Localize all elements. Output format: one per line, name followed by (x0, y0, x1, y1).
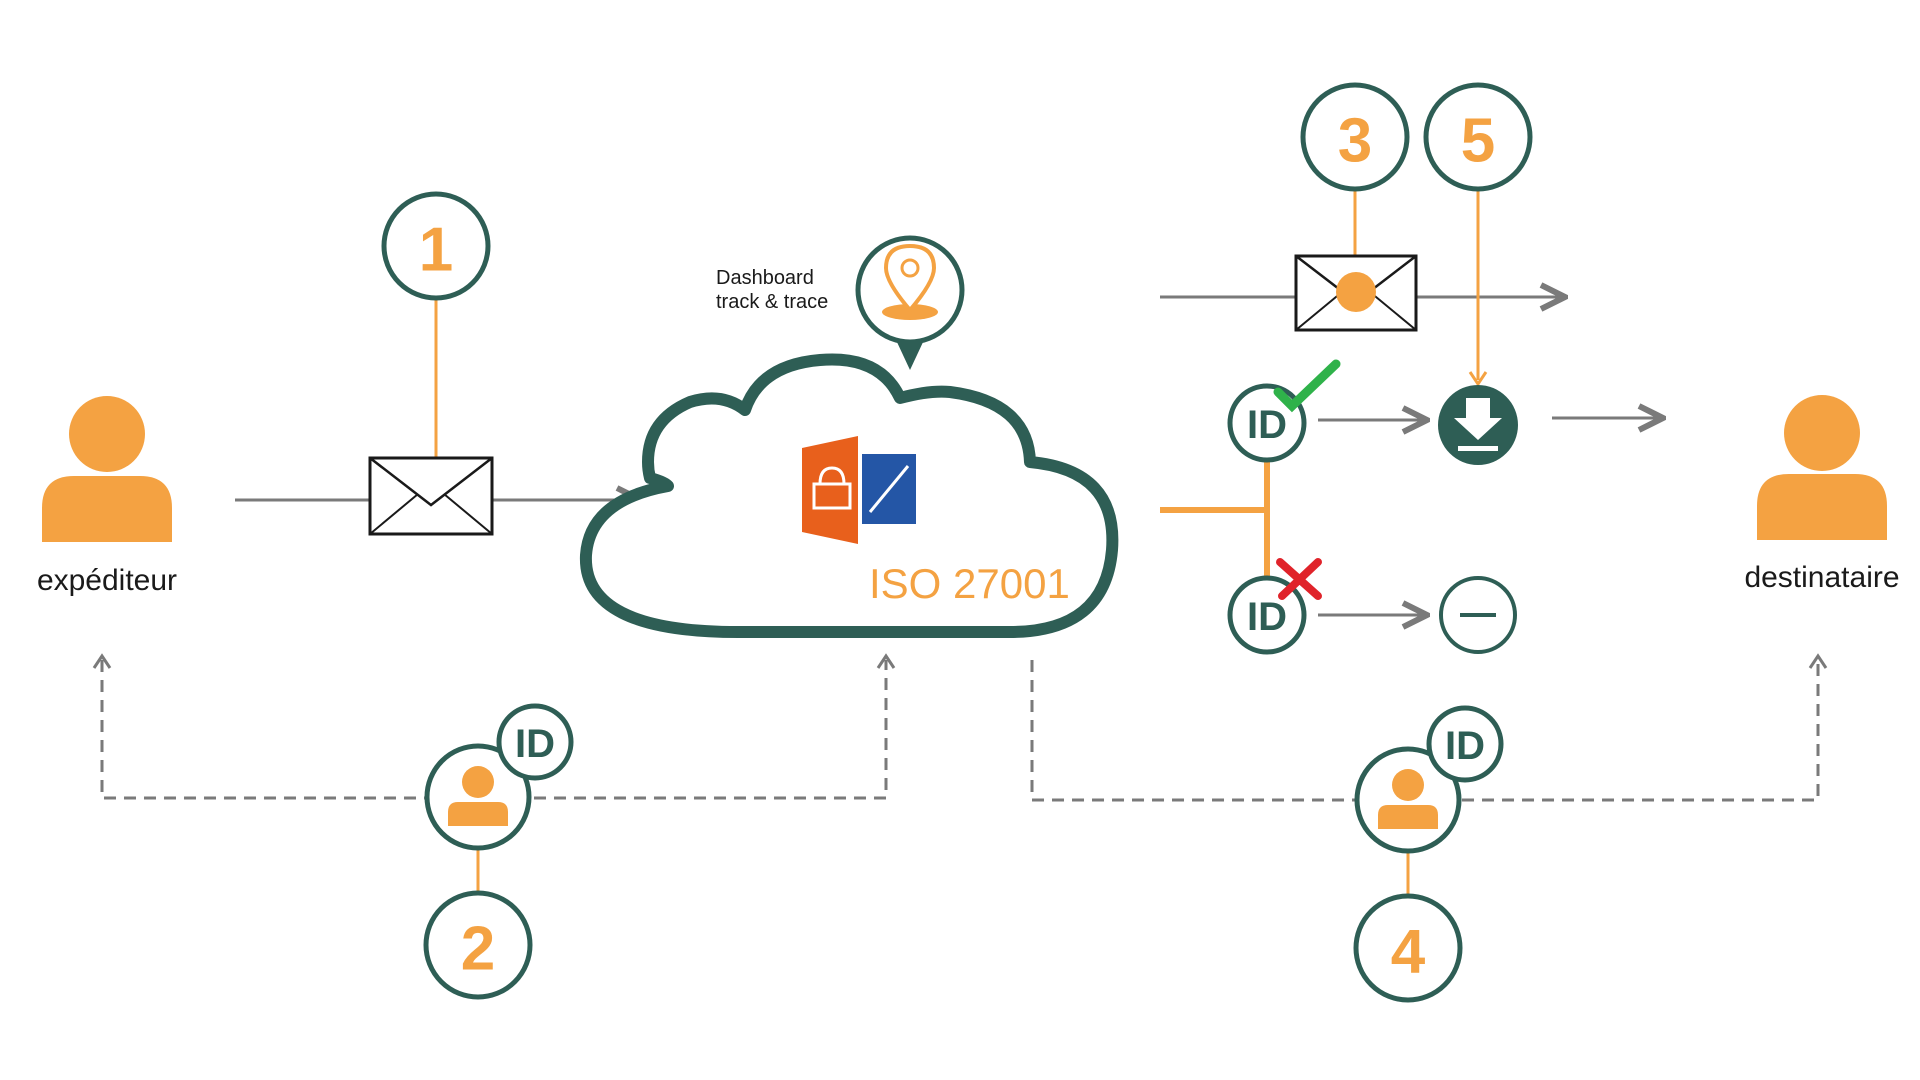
sender-auth-dashed-right (534, 660, 888, 800)
svg-text:2: 2 (461, 915, 495, 984)
verification-branch (1160, 460, 1270, 580)
recipient-user-id-badge (1354, 746, 1462, 854)
svg-text:ID: ID (515, 722, 555, 766)
sender-person-icon (42, 396, 172, 542)
svg-text:ID: ID (1247, 595, 1287, 639)
lock-icon (812, 466, 852, 510)
step-2-badge: 2 (423, 890, 533, 1000)
svg-text:1: 1 (419, 216, 453, 285)
step-1-badge: 1 (381, 191, 491, 301)
sealed-envelope-icon (1294, 254, 1418, 332)
svg-text:ID: ID (1247, 403, 1287, 447)
svg-text:4: 4 (1391, 918, 1426, 987)
verified-id-icon: ID (1227, 383, 1307, 463)
recipient-auth-dashed-right (1462, 660, 1820, 802)
office-lock-app-icon (802, 436, 916, 544)
svg-text:5: 5 (1461, 107, 1495, 176)
sender-label: expéditeur (37, 564, 177, 597)
iso-certification-label: ISO 27001 (869, 560, 1070, 607)
step-5-badge: 5 (1423, 82, 1533, 192)
access-denied-icon (1439, 576, 1517, 654)
sender-auth-dashed-left (100, 660, 444, 800)
dashboard-label-line1: Dashboard (716, 267, 814, 289)
dashboard-track-trace-pin[interactable] (855, 235, 965, 370)
checkmark-icon (1273, 359, 1341, 413)
dashboard-label-line2: track & trace (716, 291, 828, 313)
envelope-icon (368, 456, 494, 536)
recipient-id-icon: ID (1426, 705, 1504, 783)
download-icon (1454, 398, 1502, 451)
location-pin-icon (882, 243, 938, 320)
step-4-badge: 4 (1353, 893, 1463, 1003)
recipient-label: destinataire (1744, 561, 1899, 594)
recipient-person-icon (1757, 395, 1887, 540)
recipient-auth-dashed-left (1030, 660, 1356, 802)
download-button[interactable] (1438, 385, 1518, 465)
svg-text:3: 3 (1338, 107, 1372, 176)
sender-id-icon: ID (496, 703, 574, 781)
step-3-badge: 3 (1300, 82, 1410, 192)
svg-text:ID: ID (1445, 724, 1485, 768)
sender-user-id-badge (424, 743, 532, 851)
cross-icon (1276, 558, 1322, 600)
